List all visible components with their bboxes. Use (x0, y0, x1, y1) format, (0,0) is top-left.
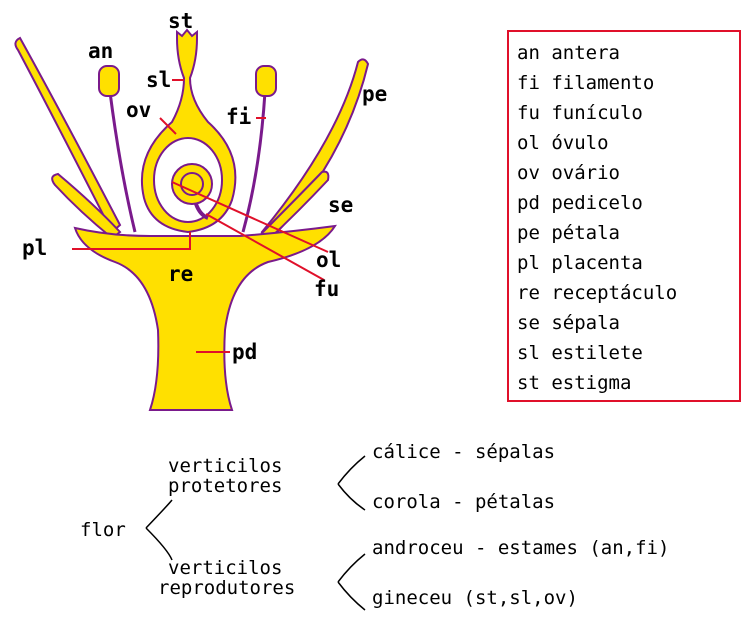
label-fu: fu (314, 277, 339, 301)
legend-row-fu: fu funículo (517, 102, 643, 124)
legend-row-an: an antera (517, 42, 620, 64)
tree-protective-2: protetores (168, 475, 282, 497)
legend-row-ol: ol óvulo (517, 132, 609, 154)
brace-protective (338, 456, 365, 510)
tree-reproductive-2: reprodutores (158, 577, 295, 599)
label-pe: pe (362, 82, 387, 106)
tree-protective-1: verticilos (168, 455, 282, 477)
anther-left (99, 66, 119, 96)
legend-row-re: re receptáculo (517, 282, 677, 304)
label-pl: pl (22, 236, 47, 260)
legend-row-pd: pd pedicelo (517, 192, 643, 214)
legend-row-ov: ov ovário (517, 162, 620, 184)
tree-reproductive-1: verticilos (168, 557, 282, 579)
label-pd: pd (232, 340, 257, 364)
legend-row-st: st estigma (517, 372, 631, 394)
brace-root (146, 500, 172, 560)
brace-reproductive (338, 554, 365, 610)
receptacle (75, 226, 335, 410)
legend-row-sl: sl estilete (517, 342, 643, 364)
label-re: re (168, 262, 193, 286)
legend-row-pl: pl placenta (517, 252, 643, 274)
label-st: st (168, 9, 193, 33)
legend-row-fi: fi filamento (517, 72, 654, 94)
anther-right (256, 66, 276, 96)
tree-androceu: androceu - estames (an,fi) (372, 537, 669, 559)
legend-row-se: se sépala (517, 312, 620, 334)
label-ol: ol (316, 248, 341, 272)
label-sl: sl (146, 68, 171, 92)
label-ov: ov (126, 98, 151, 122)
label-se: se (328, 193, 353, 217)
tree-root: flor (80, 519, 126, 541)
legend: an antera fi filamento fu funículo ol óvulo… (508, 31, 740, 401)
flower-drawing (15, 30, 368, 410)
label-fi: fi (226, 105, 251, 129)
label-an: an (88, 39, 113, 63)
tree-gineceu: gineceu (st,sl,ov) (372, 587, 578, 609)
legend-row-pe: pe pétala (517, 222, 620, 244)
tree-calice: cálice - sépalas (372, 441, 555, 463)
classification-tree: flor verticilos protetores cálice - sépa… (80, 441, 669, 610)
tree-corola: corola - pétalas (372, 491, 555, 513)
